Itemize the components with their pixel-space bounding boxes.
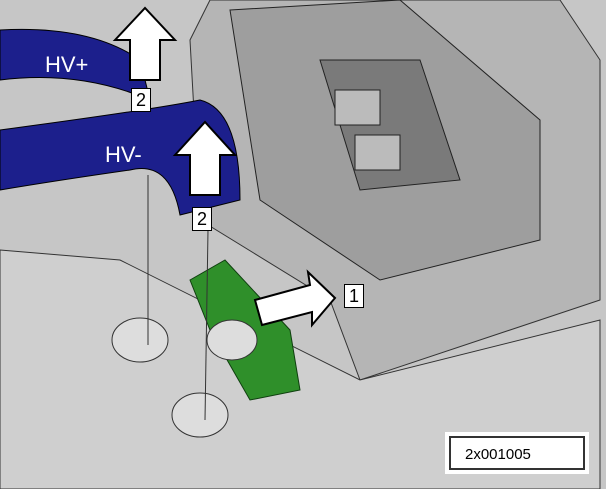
hv-plus-label: HV+ (45, 52, 89, 77)
up-arrow-icon (172, 120, 238, 196)
hv-minus-label: HV- (105, 142, 142, 167)
callout-2b: 2 (192, 207, 213, 231)
callout-1: 1 (344, 284, 365, 308)
callout-2a: 2 (131, 88, 152, 112)
figure-id: 2x001005 (445, 432, 589, 474)
up-arrow-icon (112, 6, 178, 81)
right-arrow-icon (253, 269, 337, 328)
